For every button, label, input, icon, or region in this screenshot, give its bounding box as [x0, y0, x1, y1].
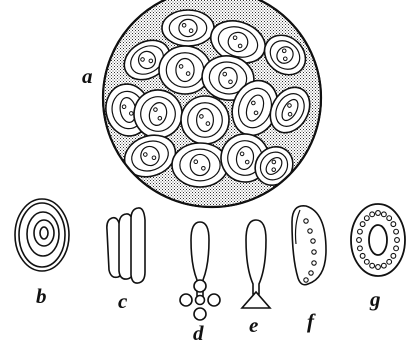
- cell-pair: [162, 10, 214, 46]
- label-a: a: [82, 64, 93, 88]
- label-d: d: [193, 321, 204, 345]
- granule-dot: [358, 246, 363, 251]
- figure-b-concentric-cell: [15, 199, 69, 271]
- granule-dot: [358, 229, 363, 234]
- figure-g-granular-cell: [351, 204, 405, 276]
- label-g: g: [369, 287, 381, 311]
- granule-dot: [376, 265, 381, 270]
- granule-dot: [370, 263, 375, 268]
- figure-c-rod-cells: [107, 208, 145, 283]
- label-e: e: [249, 313, 258, 337]
- granule-dot: [395, 238, 400, 243]
- granule-dot: [394, 229, 399, 234]
- figure-e-club-cell: [242, 220, 270, 308]
- cell-pair: [181, 96, 229, 144]
- granule-dot: [360, 222, 365, 227]
- label-c: c: [118, 289, 128, 313]
- granule-dot: [376, 211, 381, 216]
- granule-dot: [387, 216, 392, 221]
- label-b: b: [36, 284, 47, 308]
- granule-dot: [381, 263, 386, 268]
- cell-pair: [172, 143, 228, 187]
- granule-dot: [370, 212, 375, 217]
- granule-dot: [381, 212, 386, 217]
- figure-d-stalked-cell: [180, 222, 220, 320]
- granule-dot: [391, 222, 396, 227]
- colony-sphere-a: [102, 0, 321, 207]
- label-f: f: [307, 309, 316, 333]
- granule-dot: [357, 238, 362, 243]
- granule-dot: [387, 259, 392, 264]
- granule-dot: [360, 253, 365, 258]
- granule-dot: [391, 253, 396, 258]
- granule-dot: [394, 246, 399, 251]
- figure-f-curved-cell: [292, 206, 326, 285]
- granule-dot: [364, 259, 369, 264]
- granule-dot: [364, 216, 369, 221]
